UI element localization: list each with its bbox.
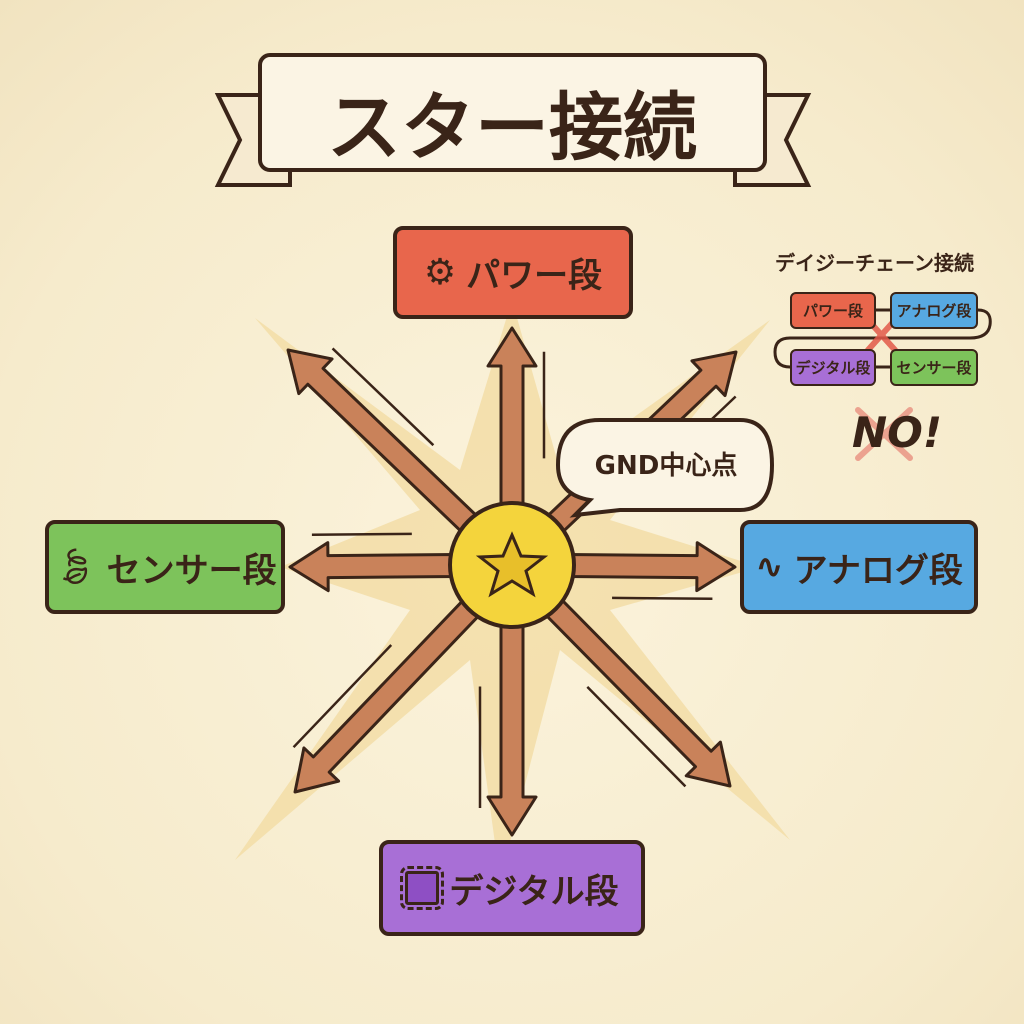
arrow-up-left	[286, 348, 482, 537]
power-stage-label: パワー段	[466, 256, 603, 296]
arrow-down-left	[293, 595, 484, 794]
daisy-power-box: パワー段	[790, 292, 876, 329]
return-current-line-up-left	[331, 347, 435, 447]
no-cross-icon	[855, 407, 913, 461]
return-current-line-right	[612, 596, 713, 601]
star-icon	[475, 531, 549, 598]
daisy-chain-verdict: NO!	[852, 408, 943, 457]
speech-bubble	[555, 418, 775, 518]
sensor-stage-box: 🍃︎ センサー段	[45, 520, 285, 614]
return-current-line-down-left	[292, 644, 393, 749]
daisy-digital-box: デジタル段	[790, 349, 876, 386]
gear-icon: ⚙	[423, 252, 457, 293]
analog-stage-box: ∿ アナログ段	[740, 520, 978, 614]
arrow-down	[486, 618, 538, 837]
arrow-down-right	[541, 594, 732, 788]
arrow-right	[565, 541, 737, 593]
sensor-stage-label: センサー段	[106, 550, 277, 591]
title-banner	[214, 53, 812, 187]
analog-stage-label: アナログ段	[793, 550, 963, 591]
arrow-up	[486, 326, 538, 512]
page-title: スター接続	[327, 85, 697, 171]
daisy-analog-box: アナログ段	[890, 292, 978, 329]
power-stage-box: ⚙ パワー段	[393, 226, 633, 319]
leaf-icon: 🍃︎	[53, 547, 97, 587]
return-current-line-left	[311, 532, 412, 537]
gnd-center-label: GND中心点	[594, 451, 738, 481]
digital-stage-label: デジタル段	[449, 871, 619, 912]
digital-stage-box: デジタル段	[379, 840, 645, 936]
sine-wave-icon: ∿	[755, 547, 784, 587]
arrow-left	[288, 541, 459, 593]
daisy-sensor-box: センサー段	[890, 349, 978, 386]
return-current-line-down-right	[586, 686, 687, 788]
chip-icon	[400, 866, 445, 910]
daisy-chain-title: デイジーチェーン接続	[775, 251, 974, 275]
